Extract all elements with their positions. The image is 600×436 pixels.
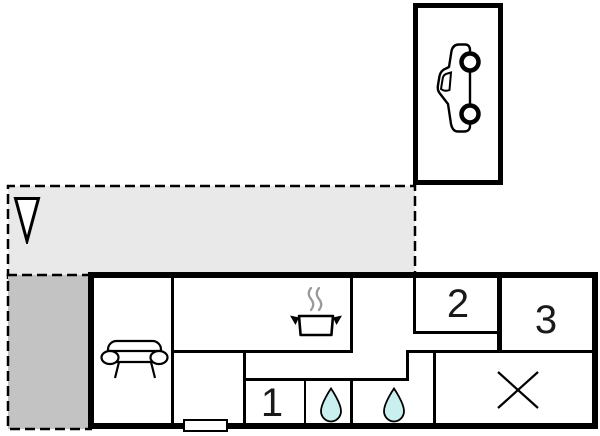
- wall-segment: [304, 380, 306, 425]
- sofa-icon: [100, 339, 169, 379]
- room-1-label: 1: [260, 381, 284, 426]
- car-icon: [436, 43, 481, 133]
- entrance-door: [183, 419, 228, 432]
- cooking-pot-icon: [290, 286, 342, 337]
- terrace-area: [6, 184, 417, 279]
- wall-segment: [433, 350, 436, 425]
- patio-area: [6, 273, 92, 431]
- triangle-marker-icon: [13, 197, 41, 244]
- water-drop-icon: [383, 387, 405, 423]
- wall-segment: [88, 423, 598, 429]
- wall-segment: [406, 350, 598, 353]
- room-2-label: 2: [446, 282, 470, 327]
- wall-segment: [171, 350, 352, 353]
- wall-segment: [406, 350, 409, 380]
- steam-icon: [307, 286, 315, 312]
- wall-segment: [350, 378, 353, 425]
- wall-segment: [243, 350, 246, 425]
- wall-segment: [350, 278, 353, 353]
- room-3-label: 3: [534, 298, 558, 343]
- wall-segment: [413, 331, 500, 334]
- wall-segment: [243, 378, 409, 381]
- water-drop-icon: [320, 387, 342, 423]
- steam-icon: [315, 286, 323, 312]
- wall-segment: [88, 272, 598, 278]
- wall-segment: [88, 272, 94, 429]
- wall-segment: [413, 278, 416, 333]
- cross-icon: [497, 371, 539, 409]
- wall-segment: [497, 278, 502, 353]
